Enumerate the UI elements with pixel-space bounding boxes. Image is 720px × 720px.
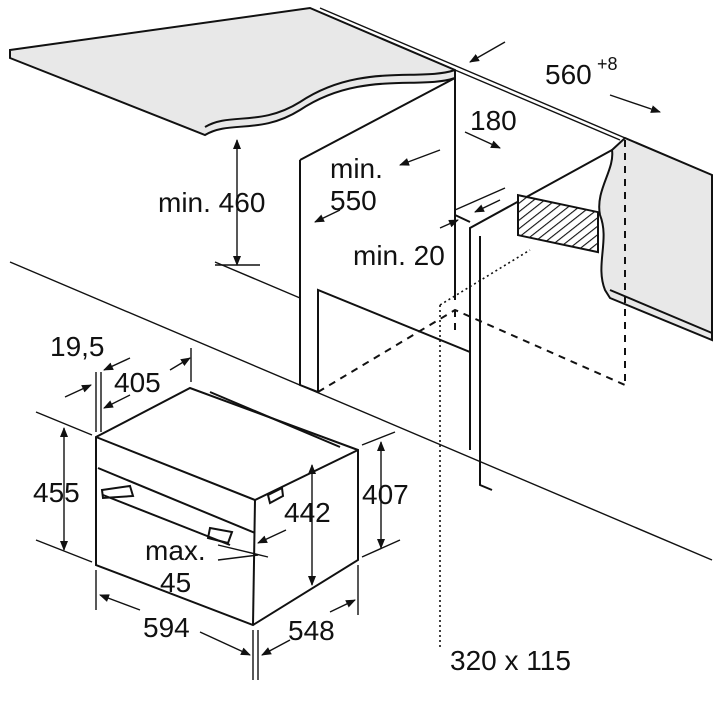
cabinet-niche — [299, 76, 626, 650]
label-front-offset: 19,5 — [50, 331, 105, 362]
label-niche-width: 560 — [545, 59, 592, 90]
label-vent-depth: 180 — [470, 105, 517, 136]
vent-opening — [517, 193, 599, 254]
right-countertop — [598, 136, 713, 342]
label-max-45-line1: max. — [145, 535, 206, 566]
label-vent-opening: 320 x 115 — [450, 645, 571, 676]
label-min-460: min. 460 — [158, 187, 265, 218]
label-width-594: 594 — [143, 612, 190, 643]
label-niche-width-tolerance: +8 — [597, 54, 618, 74]
oven-handle-left — [100, 484, 135, 500]
label-height-407: 407 — [362, 479, 409, 510]
label-min-550-line2: 550 — [330, 185, 377, 216]
label-height-442: 442 — [284, 497, 331, 528]
label-height-455: 455 — [33, 477, 80, 508]
dimension-labels: 560 +8 180 min. 550 min. 460 min. 20 19,… — [33, 54, 618, 676]
oven-handle-right — [206, 526, 234, 545]
label-min-20: min. 20 — [353, 240, 445, 271]
left-countertop — [9, 6, 456, 137]
label-depth-548: 548 — [288, 615, 335, 646]
label-depth-405: 405 — [114, 367, 161, 398]
label-max-45-line2: 45 — [160, 567, 191, 598]
label-min-550-line1: min. — [330, 153, 383, 184]
oven — [95, 386, 359, 627]
dimension-lines — [35, 41, 661, 680]
